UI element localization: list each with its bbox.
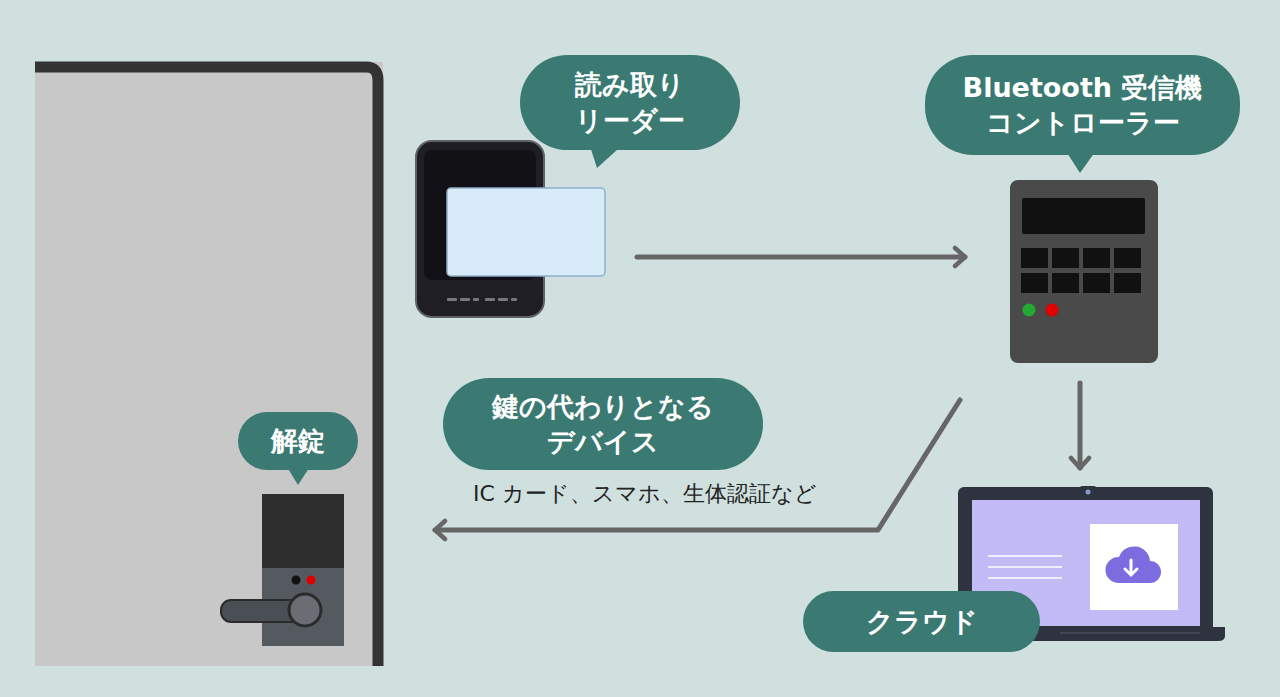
callout-text: 解錠 <box>271 423 325 458</box>
device-node: 読み取り リーダー <box>415 140 545 318</box>
key <box>1083 273 1110 293</box>
callout-text: クラウド <box>866 604 978 639</box>
key <box>1052 273 1079 293</box>
key <box>1114 273 1141 293</box>
device-node: Bluetooth 受信機 コントローラー <box>1010 180 1158 363</box>
callout-bubble: クラウド <box>803 591 1040 652</box>
edge-label: 鍵の代わりとなる デバイス <box>487 389 719 459</box>
door-lock <box>221 494 344 646</box>
callout-bubble: 鍵の代わりとなる デバイス <box>443 378 763 470</box>
key <box>1083 248 1110 268</box>
key <box>1052 248 1079 268</box>
card-reader <box>416 141 605 317</box>
key <box>1021 273 1048 293</box>
callout-bubble: Bluetooth 受信機 コントローラー <box>925 55 1240 155</box>
callout-bubble: 読み取り リーダー <box>520 55 740 150</box>
bubble-tail <box>284 140 1100 485</box>
device-node: 解錠 <box>262 494 344 646</box>
callout-bubble: 解錠 <box>238 412 358 470</box>
bluetooth-controller <box>1010 180 1158 363</box>
callout-text: Bluetooth 受信機 コントローラー <box>953 70 1212 140</box>
callout-text: 読み取り リーダー <box>558 67 701 137</box>
key <box>1114 248 1141 268</box>
note-text: IC カード、スマホ、生体認証など <box>470 479 820 509</box>
key <box>1021 248 1048 268</box>
arrow-connector <box>637 255 965 260</box>
door <box>35 62 383 666</box>
device-node: クラウド <box>958 487 1225 640</box>
door-frame <box>35 67 378 666</box>
arrow-connector <box>1078 383 1083 468</box>
